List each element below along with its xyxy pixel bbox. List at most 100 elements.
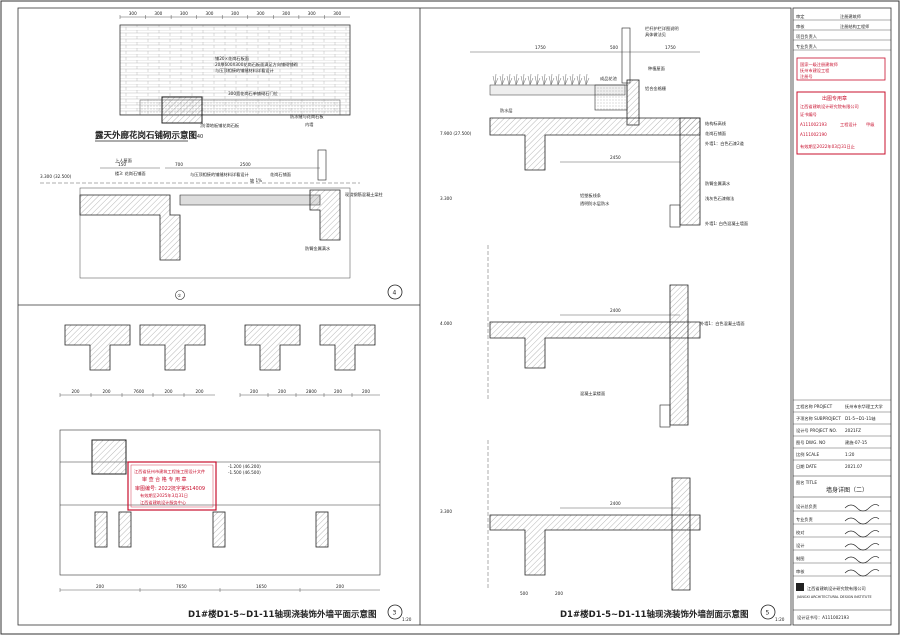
plan-note-2: 20厚600X300花岗石板面满足方向铺砌铺砌 bbox=[215, 61, 298, 68]
tb-info-key-2: 设计号 PROJECT NO. bbox=[796, 427, 837, 434]
tb-sig-1: 注册结构工程师 bbox=[840, 23, 869, 30]
tb-info-val-3: 建施-07-15 bbox=[845, 439, 867, 446]
grass-tuft bbox=[499, 73, 506, 86]
plan-dim-left-1: 200 bbox=[103, 389, 111, 394]
seal2-line-2: 江西省建筑设计研究院有限公司 bbox=[800, 103, 859, 110]
elev-label-a: -1.200 (46.200) bbox=[228, 464, 261, 469]
signature-0 bbox=[844, 504, 880, 512]
tb-person-5: 审核 bbox=[796, 568, 805, 575]
elev-dim-1: 7650 bbox=[176, 584, 187, 589]
design-seal bbox=[796, 57, 886, 81]
section-label-1: 上人屋面 bbox=[115, 157, 132, 164]
grass-tuft bbox=[541, 73, 548, 86]
seal2-line-5: 甲级 bbox=[866, 121, 875, 128]
plan-dim-right-3: 200 bbox=[334, 389, 342, 394]
footer-cert: 设计证书号：A111002193 bbox=[797, 614, 849, 621]
sec5-elev-1: 7.900 (27.500) bbox=[440, 131, 472, 136]
seal2-line-6: A111002193 bbox=[800, 122, 827, 127]
plan-note-3: 与压顶相接的铺缝材料详看设计 bbox=[215, 67, 274, 74]
tb-info-val-4: 1:20 bbox=[845, 452, 855, 457]
stamp1-line-2: 审 查 合 格 专 用 章 bbox=[142, 476, 187, 483]
section-label-4: 坡 1% bbox=[250, 177, 262, 184]
grass-tuft bbox=[583, 73, 590, 86]
wall-section-middle: 2400 4.000 混凝土梁楼面 外墙1：白色混凝土墙面 bbox=[440, 245, 745, 428]
plan-dim-left-0: 200 bbox=[72, 389, 80, 394]
grass-tuft bbox=[548, 73, 555, 86]
tb-info-key-3: 图号 DWG. NO bbox=[796, 440, 826, 446]
plan-note-1: 铺20×花岗石板面 bbox=[215, 55, 249, 62]
sec5-label-7: 铝塑板线条 bbox=[580, 192, 602, 199]
plan-dim-left-4: 200 bbox=[196, 389, 204, 394]
sig-stamp-1: 国家一级注册建筑师 bbox=[800, 61, 838, 68]
section-axis: ① bbox=[178, 293, 182, 298]
elev-dim-0: 200 bbox=[96, 584, 104, 589]
plan-top-dim-4: 300 bbox=[231, 11, 239, 16]
tb-info-key-0: 工程名称 PROJECT bbox=[796, 403, 833, 410]
roof-section: 150 700 2500 3.300 (32.500) 上人屋面 楼3: 花岗石… bbox=[40, 149, 403, 300]
grass-tuft bbox=[576, 73, 583, 86]
seal2-line-8: 有效期至2022年03月31日止 bbox=[800, 143, 855, 150]
plan-dim-right-2: 2800 bbox=[306, 389, 317, 394]
sec5-top-label-4: 防水层 bbox=[500, 107, 513, 114]
plan-title: 露天外廊花岗石铺砌示意图 bbox=[95, 130, 197, 141]
grass-tuft bbox=[492, 73, 499, 86]
grass-tuft bbox=[562, 73, 569, 86]
tb-info-key-4: 比例 SCALE bbox=[796, 451, 819, 458]
plan-label-1: 300宽花岗石单铺砌石门位 bbox=[228, 90, 278, 97]
sec5-elev-3: 4.000 bbox=[440, 321, 452, 326]
tb-info-val-5: 2021.07 bbox=[845, 464, 863, 469]
section-dim-1: 150 bbox=[118, 162, 126, 167]
detail4-circle bbox=[387, 284, 403, 300]
sig-stamp-2: 抚州市建设工程 bbox=[800, 67, 830, 74]
section-label-7: 防臂金属满水 bbox=[305, 245, 331, 252]
plan-top-dim-6: 300 bbox=[282, 11, 290, 16]
sec5-elev-2: 3.300 bbox=[440, 196, 452, 201]
grass-tuft bbox=[527, 73, 534, 86]
plan-dim-right-4: 200 bbox=[362, 389, 370, 394]
sec5-label-4: 防臂金属满水 bbox=[705, 180, 731, 187]
elevation-opening bbox=[91, 439, 127, 475]
drawing-title-label: 图名 TITLE bbox=[796, 479, 817, 486]
seal2-line-1: 出图专用章 bbox=[822, 95, 847, 102]
tb-info-val-2: 2021FZ bbox=[845, 428, 861, 433]
plan3-title: D1#楼D1-5~D1-11轴现浇装饰外墙平面示意图 bbox=[188, 609, 376, 620]
sec5-dim-2: 2400 bbox=[610, 308, 621, 313]
plan-dim-left-2: 7600 bbox=[134, 389, 145, 394]
tb-row-0: 审定 bbox=[796, 13, 804, 20]
signature-3 bbox=[844, 543, 880, 551]
tb-person-1: 专业负责 bbox=[796, 516, 813, 523]
sec5-top-label-2: 具体做法见 bbox=[645, 31, 666, 38]
tb-person-3: 设计 bbox=[796, 542, 804, 549]
elev-dim-3: 200 bbox=[336, 584, 344, 589]
grass-tuft bbox=[520, 73, 527, 86]
elev-label-b: -1.500 (46.500) bbox=[228, 470, 261, 475]
tb-row-1: 审核 bbox=[796, 23, 805, 30]
section-dim-3: 2500 bbox=[240, 162, 251, 167]
publish-seal bbox=[796, 91, 886, 155]
section-label-5: 花岗石铺面 bbox=[270, 171, 291, 178]
section-label-3: 与压顶相接的铺缝材料详看设计 bbox=[190, 171, 249, 178]
tb-row-3: 专业负责人 bbox=[796, 43, 818, 50]
sec5-label-8: 透明防水层防水 bbox=[580, 200, 610, 207]
tb-info-val-1: D1-5~D1-11轴 bbox=[845, 415, 876, 422]
plan-top-dim-7: 300 bbox=[308, 11, 316, 16]
sec5-elev-4: 3.300 bbox=[440, 509, 452, 514]
company-name: 江西省建筑设计研究院有限公司 bbox=[807, 585, 866, 592]
plan3-scale: 1:20 bbox=[402, 617, 412, 622]
stamp1-line-1: 江西省抚州市建筑工程施工图设计文件 bbox=[134, 468, 205, 475]
wall-section-top: 1750 500 1750 7.900 (27.500) 3.300 栏杆护栏详… bbox=[440, 25, 748, 228]
sec5-top-label-5: 铝合金格栅 bbox=[645, 85, 666, 92]
section-label-2: 楼3: 花岗石铺面 bbox=[115, 170, 146, 177]
stamp1-line-5: 江西省建筑设计服务中心 bbox=[140, 499, 187, 506]
grass-tuft bbox=[506, 73, 513, 86]
section-dim-2: 700 bbox=[175, 162, 183, 167]
stamp1-line-4: 有效期至2025年3月31日 bbox=[140, 492, 188, 499]
grass-tuft bbox=[534, 73, 541, 86]
sec5-dim-1: 2450 bbox=[610, 155, 621, 160]
grass-tuft bbox=[555, 73, 562, 86]
